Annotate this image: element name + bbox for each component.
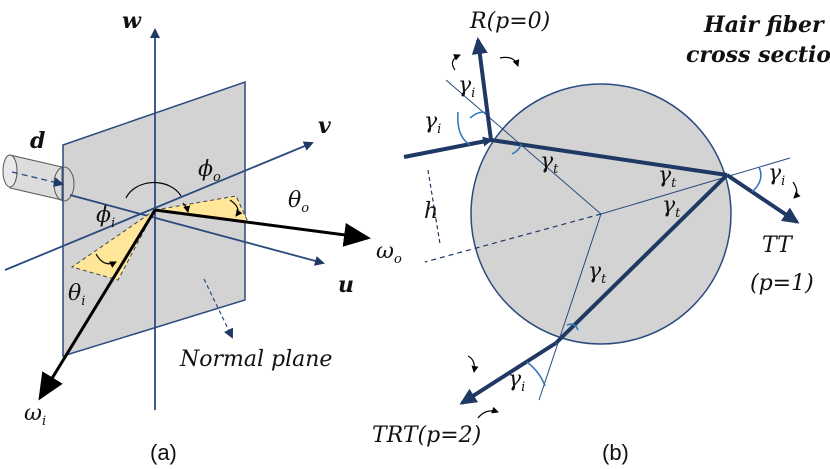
normal-plane-label: Normal plane xyxy=(179,347,332,372)
theta-i-arc xyxy=(95,253,117,268)
normal-entry xyxy=(445,79,602,215)
v-axis-label: v xyxy=(318,113,331,139)
v-axis xyxy=(4,141,314,271)
title-line-1: Hair fiber xyxy=(703,12,825,38)
u-axis-label: u xyxy=(338,272,354,298)
internal-ray-1 xyxy=(490,138,728,177)
gamma-i-label-trt: γi xyxy=(508,367,525,395)
theta-i-label: θi xyxy=(68,281,85,309)
phi-o-label: ϕo xyxy=(198,157,221,185)
r-label: R(p=0) xyxy=(469,9,550,34)
phi-o-arc xyxy=(182,202,191,213)
gamma-i-arc-r xyxy=(469,111,487,119)
gamma-t-arc-entry xyxy=(511,143,522,155)
tt-label-line-1: TT xyxy=(762,233,794,258)
w-axis-label: w xyxy=(122,8,142,34)
theta-i-region xyxy=(70,209,156,281)
gamma-t-label-entry: γt xyxy=(540,149,559,177)
direction-label: d xyxy=(30,128,45,154)
tt-label-line-2: (p=1) xyxy=(750,271,814,296)
theta-o-label: θo xyxy=(288,188,309,216)
rotation-arrow-trt-top xyxy=(467,355,479,373)
gamma-i-label-entry: γi xyxy=(424,109,441,137)
omega-o-label: ωo xyxy=(376,239,402,267)
caption-b: (b) xyxy=(602,440,629,465)
omega-i-label: ωi xyxy=(24,401,46,429)
rotation-arrow-r-left xyxy=(451,54,461,71)
theta-o-arc xyxy=(229,199,243,217)
title-line-2: cross section xyxy=(686,42,830,68)
u-axis xyxy=(69,194,325,266)
normal-exit-trt xyxy=(538,213,602,401)
gamma-t-label-tt-upper: γt xyxy=(658,163,677,191)
gamma-i-arc-tt xyxy=(751,166,762,193)
center-dashed-line xyxy=(424,213,602,263)
rotation-arrow-tt-top xyxy=(792,181,801,199)
gamma-t-label-tt-lower: γt xyxy=(662,193,681,221)
omega-o-ray xyxy=(154,208,371,247)
incident-ray xyxy=(403,136,493,159)
gamma-i-arc-entry xyxy=(457,111,471,146)
h-indicator xyxy=(427,169,441,245)
trt-ray xyxy=(459,341,558,405)
phi-i-label: ϕi xyxy=(96,203,115,231)
tt-ray xyxy=(725,173,800,224)
phi-i-arc xyxy=(125,181,182,199)
rotation-arrow-trt-bottom xyxy=(477,406,499,419)
normal-plane-pointer xyxy=(203,278,234,339)
panel-a: w v u d ϕi ϕo θo θi ωo ωi Normal plane (… xyxy=(2,8,402,465)
internal-ray-2 xyxy=(554,173,729,345)
r-ray xyxy=(471,37,493,141)
gamma-t-label-trt: γt xyxy=(588,259,607,287)
caption-a: (a) xyxy=(150,440,177,465)
fiber-cylinder xyxy=(2,154,75,202)
gamma-i-label-r: γi xyxy=(458,73,475,101)
gamma-t-arc-trt xyxy=(566,323,579,331)
gamma-i-label-tt: γi xyxy=(768,161,785,189)
trt-label: TRT(p=2) xyxy=(372,423,481,448)
gamma-i-arc-trt xyxy=(526,361,546,387)
omega-i-ray xyxy=(38,209,157,401)
rotation-arrow-r-right xyxy=(499,56,520,67)
panel-b: R(p=0) Hair fiber cross section γi γi γt… xyxy=(372,9,830,465)
h-label: h xyxy=(424,199,438,224)
